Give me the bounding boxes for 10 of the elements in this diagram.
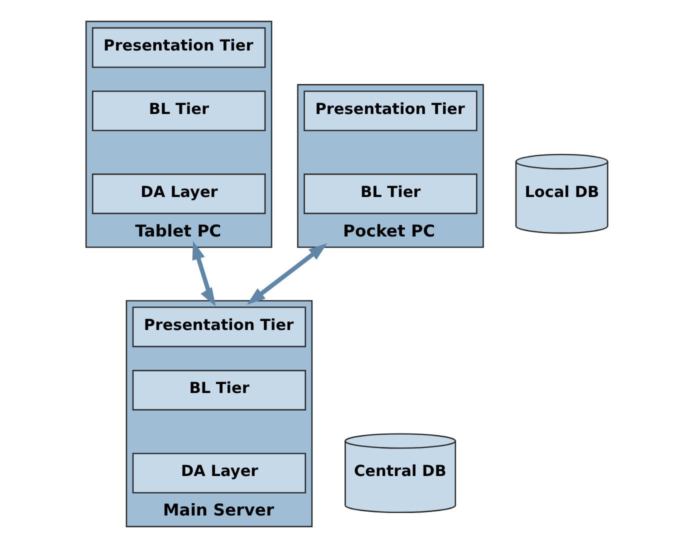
node-box: DA Layer	[92, 174, 266, 214]
node-box: BL Tier	[304, 174, 478, 214]
node-box: Presentation Tier	[132, 306, 306, 348]
node-box: Presentation Tier	[92, 27, 266, 68]
node-box: Presentation Tier	[304, 90, 478, 132]
arrow	[192, 240, 216, 306]
node-box: BL Tier	[92, 90, 266, 132]
node-box: DA Layer	[132, 452, 306, 494]
arrow	[246, 243, 328, 305]
node-box: BL Tier	[132, 370, 306, 410]
